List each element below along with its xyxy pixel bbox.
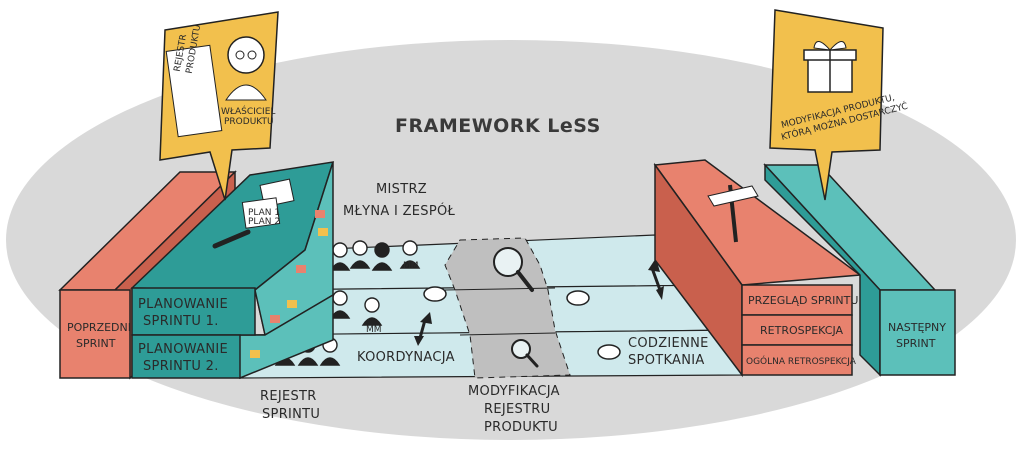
sprint-backlog-label-2: SPRINTU [262, 407, 320, 422]
sprint-planning-block: PLANOWANIE SPRINTU 1. PLANOWANIE SPRINTU… [130, 161, 335, 380]
planning-1-label-2: SPRINTU 1. [143, 314, 219, 329]
planning-1-label-1: PLANOWANIE [138, 297, 228, 312]
magnifier-icon [493, 247, 534, 292]
retrospective-label: RETROSPEKCJA [760, 324, 844, 337]
next-sprint-block: NASTĘPNY SPRINT [763, 163, 956, 377]
double-arrow-icon [414, 258, 664, 346]
next-sprint-label-1: NASTĘPNY [888, 321, 946, 334]
previous-sprint-label-1: POPRZEDNI [67, 321, 131, 334]
sprint-review-label: PRZEGLĄD SPRINTU [748, 294, 858, 307]
pen-icon [212, 229, 251, 249]
refinement-label-3: PRODUKTU [484, 420, 558, 435]
scrum-master-label-2: MŁYNA I ZESPÓŁ [343, 203, 456, 219]
next-sprint-label-2: SPRINT [896, 337, 936, 350]
product-owner-sign: REJESTR PRODUKTU WŁAŚCICIEL PRODUKTU [159, 11, 279, 201]
scrum-master-label-1: MISTRZ [376, 182, 427, 197]
product-owner-icon [225, 36, 267, 101]
previous-sprint-label-2: SPRINT [76, 337, 116, 350]
overall-retro-label: OGÓLNA RETROSPEKCJA [746, 355, 857, 367]
magnifier-small-icon [511, 339, 539, 368]
sprint-backlog-label-1: REJESTR [260, 389, 317, 404]
product-owner-label-1: WŁAŚCICIEL [221, 105, 275, 117]
refinement-label-2: REJESTRU [484, 402, 550, 417]
speech-bubble-icon [423, 286, 621, 360]
coordination-label: KOORDYNACJA [357, 350, 455, 365]
increment-sign: MODYFIKACJA PRODUKTU, KTÓRĄ MOŻNA DOSTAR… [769, 9, 909, 201]
member-initials-2: MM [366, 325, 382, 335]
note-plan-2: PLAN 2 [248, 217, 280, 227]
refinement-label-1: MODYFIKACJA [468, 384, 560, 399]
planning-2-label-1: PLANOWANIE [138, 342, 228, 357]
member-initials-1: MM [403, 261, 419, 271]
gift-icon [803, 41, 857, 93]
product-owner-label-2: PRODUKTU [224, 117, 274, 127]
sprint-review-block: PRZEGLĄD SPRINTU RETROSPEKCJA OGÓLNA RET… [653, 159, 863, 378]
daily-label-1: CODZIENNE [628, 336, 709, 351]
planning-2-label-2: SPRINTU 2. [143, 359, 219, 374]
daily-label-2: SPOTKANIA [628, 353, 705, 368]
diagram-title: FRAMEWORK LeSS [395, 115, 601, 137]
note-plan-1: PLAN 1 [248, 208, 280, 218]
